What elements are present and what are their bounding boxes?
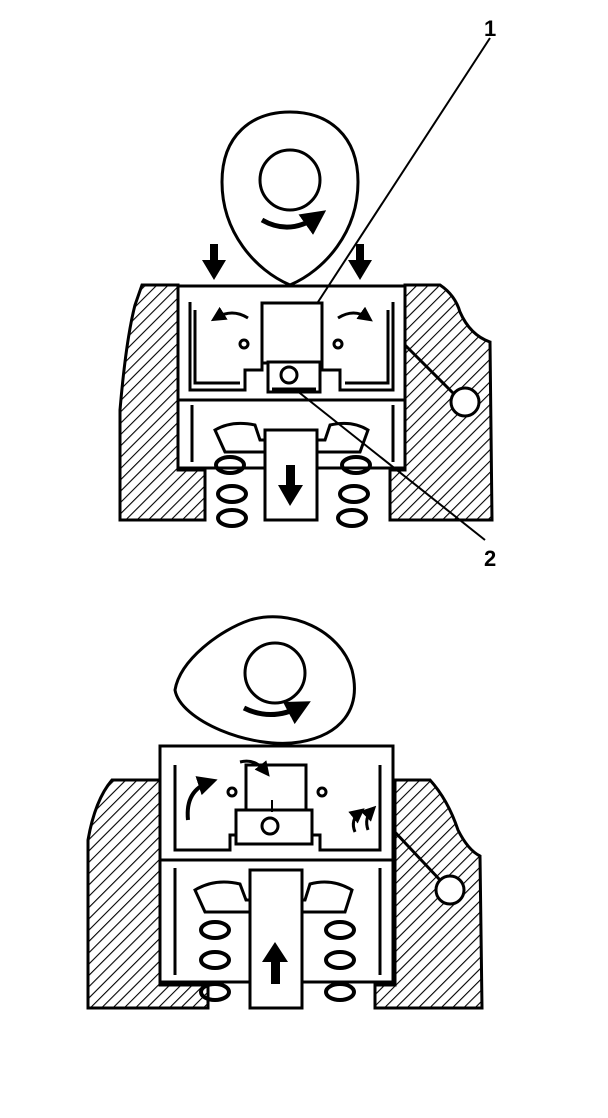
spring-retainer xyxy=(213,421,370,454)
oil-flow-arrow-lower-right-2 xyxy=(360,805,377,831)
valve-spring xyxy=(214,455,372,528)
camshaft-lower xyxy=(243,641,307,705)
cylinder-head-right-lower xyxy=(373,778,484,1010)
plunger-lower xyxy=(226,763,328,846)
rotation-arrow-icon xyxy=(260,210,327,235)
load-arrow-right-icon xyxy=(348,244,372,280)
valve-motion-arrow-up-icon xyxy=(262,942,288,984)
upper-view xyxy=(118,37,494,541)
valve-stem-lower xyxy=(248,868,304,1010)
callout-2: 2 xyxy=(484,546,496,571)
lower-view xyxy=(86,615,484,1010)
oil-feed-passage-lower xyxy=(391,828,442,882)
oil-feed-hole-lower xyxy=(434,874,466,906)
camshaft xyxy=(258,148,322,212)
oil-flow-arrow-right xyxy=(337,306,373,322)
oil-feed-passage xyxy=(403,343,457,397)
cylinder-head-left-lower xyxy=(86,778,210,1010)
leader-line-2 xyxy=(295,389,486,541)
oil-flow-arrow-left xyxy=(210,306,249,322)
leader-line-1 xyxy=(317,37,491,303)
rotation-arrow-lower-icon xyxy=(242,701,311,725)
load-arrow-left-icon xyxy=(202,244,226,280)
oil-feed-hole xyxy=(449,386,481,418)
valve-spring-lower xyxy=(199,920,356,1002)
oil-flow-arrow-lower-left xyxy=(185,776,218,821)
callout-1: 1 xyxy=(484,16,496,41)
valve-motion-arrow-down-icon xyxy=(278,465,303,506)
oil-flow-arrow-lower-top xyxy=(239,759,270,777)
oil-flow-arrow-lower-right-1 xyxy=(348,808,365,833)
cylinder-head-right xyxy=(388,283,494,522)
plunger xyxy=(238,301,344,394)
spring-retainer-lower xyxy=(193,880,354,914)
